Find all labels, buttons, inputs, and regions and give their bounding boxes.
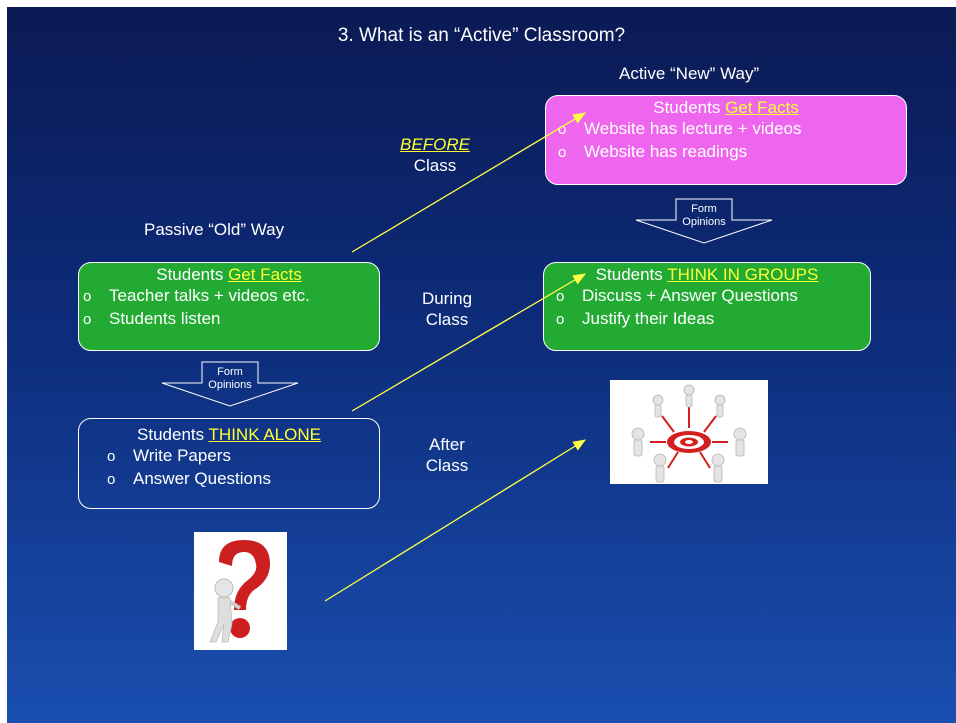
heading-highlight: THINK IN GROUPS xyxy=(667,265,819,284)
passive-way-heading: Passive “Old” Way xyxy=(144,220,285,239)
item-text: Teacher talks + videos etc. xyxy=(109,286,310,305)
box-heading: Students Get Facts xyxy=(546,98,906,118)
bullet-icon: o xyxy=(558,121,567,138)
opinions-text: Opinions xyxy=(208,379,252,391)
bullet-icon: o xyxy=(556,311,565,328)
item-text: Website has readings xyxy=(584,142,748,161)
list-item: o Students listen xyxy=(79,308,379,331)
connector-arrows xyxy=(324,112,587,602)
list-item: o Write Papers xyxy=(95,445,379,468)
heading-highlight: Get Facts xyxy=(228,265,302,284)
during-label: During xyxy=(421,289,473,308)
bullet-icon: o xyxy=(556,288,565,305)
bullet-icon: o xyxy=(83,311,92,328)
item-text: Answer Questions xyxy=(133,469,271,488)
during-class-sub: Class xyxy=(425,310,469,329)
think-in-groups-box: Students THINK IN GROUPS o Discuss + Answ… xyxy=(543,262,871,351)
item-text: Write Papers xyxy=(133,446,231,465)
passive-get-facts-box: Students Get Facts o Teacher talks + vide… xyxy=(78,262,380,351)
slide: 3. What is an “Active” Classroom? Active… xyxy=(7,7,956,723)
list-item: o Website has lecture + videos xyxy=(546,118,906,141)
list-item: o Answer Questions xyxy=(95,468,379,491)
down-arrow-icon xyxy=(635,198,773,244)
before-label: BEFORE xyxy=(400,135,470,154)
bullet-icon: o xyxy=(107,471,116,488)
form-text: Form xyxy=(691,203,717,215)
active-way-heading: Active “New” Way” xyxy=(619,64,760,83)
heading-highlight: THINK ALONE xyxy=(208,425,321,444)
item-text: Justify their Ideas xyxy=(582,309,715,328)
form-opinions-arrow-right: Form Opinions xyxy=(634,198,774,244)
form-text: Form xyxy=(217,366,243,378)
box-heading: Students Get Facts xyxy=(79,265,379,285)
heading-prefix: Students xyxy=(595,265,668,284)
active-get-facts-box: Students Get Facts o Website has lecture … xyxy=(545,95,907,185)
list-item: o Discuss + Answer Questions xyxy=(544,285,870,308)
heading-prefix: Students xyxy=(156,265,229,284)
item-text: Students listen xyxy=(109,309,221,328)
after-class-sub: Class xyxy=(425,456,469,475)
item-text: Discuss + Answer Questions xyxy=(582,286,798,305)
arrow-during-class xyxy=(351,273,587,412)
bullet-icon: o xyxy=(558,144,567,161)
arrow-before-class xyxy=(351,112,587,253)
heading-highlight: Get Facts xyxy=(725,98,799,117)
opinions-text: Opinions xyxy=(682,216,726,228)
down-arrow-icon xyxy=(161,361,299,407)
list-item: o Teacher talks + videos etc. xyxy=(79,285,379,308)
form-opinions-text: Form Opinions xyxy=(200,366,260,392)
item-text: Website has lecture + videos xyxy=(584,119,802,138)
form-opinions-text: Form Opinions xyxy=(674,203,734,229)
during-class-label: During Class xyxy=(412,288,482,330)
heading-prefix: Students xyxy=(653,98,726,117)
box-heading: Students THINK IN GROUPS xyxy=(544,265,870,285)
before-class-sub: Class xyxy=(413,156,457,175)
before-class-label: BEFORE Class xyxy=(395,134,475,176)
heading-prefix: Students xyxy=(137,425,209,444)
question-mark-figure-icon xyxy=(194,532,287,650)
form-opinions-arrow-left: Form Opinions xyxy=(160,361,300,407)
arrow-after-class xyxy=(324,439,587,602)
slide-title: 3. What is an “Active” Classroom? xyxy=(337,25,626,46)
box-heading: Students THINK ALONE xyxy=(79,425,379,445)
after-label: After xyxy=(429,435,465,454)
bullet-icon: o xyxy=(107,448,116,465)
bullet-icon: o xyxy=(83,288,92,305)
after-class-label: After Class xyxy=(412,434,482,476)
list-item: o Website has readings xyxy=(546,141,906,164)
list-item: o Justify their Ideas xyxy=(544,308,870,331)
people-around-target-icon xyxy=(610,380,768,484)
